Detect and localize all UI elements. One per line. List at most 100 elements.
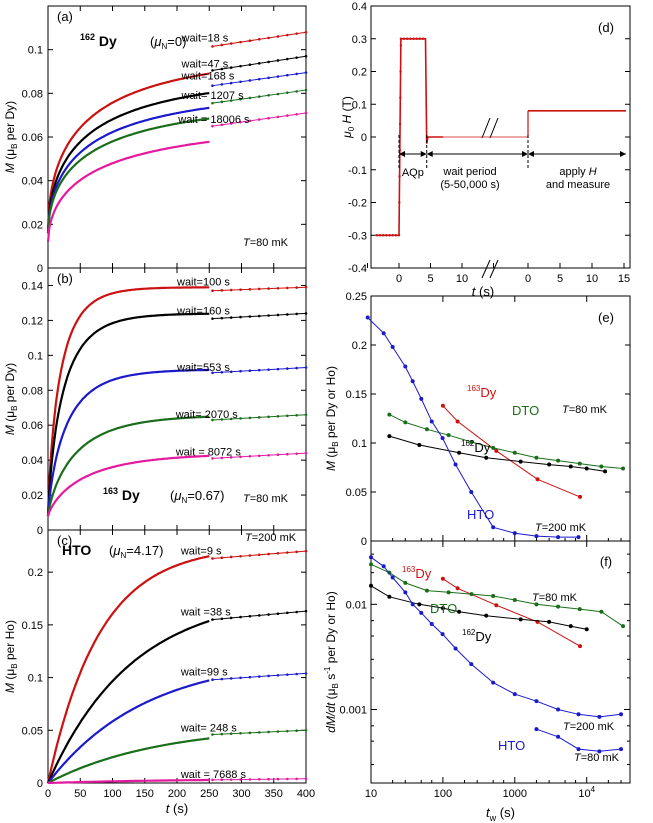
field-point — [415, 37, 418, 40]
data-point — [577, 461, 582, 466]
data-point — [576, 747, 581, 752]
title-iso: 162 — [80, 32, 95, 42]
y-axis-mu: (μ — [3, 669, 17, 683]
data-point — [534, 602, 539, 607]
series-line-3 — [46, 415, 210, 517]
x-tick-label: 200 — [168, 788, 186, 800]
y-tick-label: 0.1 — [28, 45, 43, 57]
wait-label: wait period — [442, 166, 496, 178]
data-point — [597, 714, 602, 719]
series-point — [257, 454, 261, 458]
series-point — [295, 286, 298, 289]
data-point — [597, 749, 602, 754]
series-point — [276, 313, 280, 317]
panel-title: 162 Dy — [80, 32, 117, 49]
series-point — [220, 456, 224, 460]
series-label-1: wait=47 s — [181, 58, 229, 70]
series-point — [267, 36, 270, 40]
data-point — [457, 609, 462, 614]
series-point — [229, 288, 233, 292]
y-tick-label: 0 — [361, 536, 367, 548]
series-point — [211, 733, 214, 736]
series-point — [276, 286, 280, 290]
data-point — [387, 594, 392, 599]
series-point — [229, 99, 233, 102]
x-axis-label: tw (s) — [486, 805, 515, 823]
series-point — [276, 59, 280, 62]
data-point — [556, 734, 561, 739]
axis-break — [481, 259, 491, 279]
series-point — [229, 616, 233, 620]
series-point — [211, 418, 214, 422]
series-point — [295, 32, 298, 35]
series-point — [220, 556, 224, 560]
title-elem: Dy — [118, 487, 140, 503]
x-tick-label: 0 — [396, 273, 402, 285]
y-axis-sub: B — [10, 663, 19, 668]
apply-label: apply H — [559, 166, 596, 178]
p-rest: =0) — [167, 34, 186, 49]
data-point — [576, 712, 581, 717]
series-line-3 — [47, 737, 210, 784]
series-label-4: wait = 18006 s — [177, 114, 250, 126]
data-point — [365, 315, 370, 320]
data-point — [390, 344, 395, 349]
y-tick-label: 0.1 — [28, 673, 43, 685]
series-point — [211, 69, 214, 72]
series-point — [285, 33, 289, 37]
y-axis-label: dM/dt (μB s-1 per Dy or Ho) — [323, 591, 340, 732]
el: Dy — [474, 440, 490, 455]
series-label-3: wait= 2070 s — [175, 409, 239, 421]
data-point — [403, 420, 408, 425]
series-point — [276, 730, 280, 733]
series-point — [239, 778, 242, 781]
wait-range-label: (5-50,000 s) — [440, 179, 499, 191]
y-axis-var: M — [3, 425, 17, 435]
series-label-2: wait=553 s — [176, 362, 230, 374]
y-tick-label: 0.14 — [22, 280, 43, 292]
el: Dy — [415, 566, 431, 581]
series-point — [248, 454, 252, 458]
panel-title-param: (μN=4.17) — [109, 543, 163, 560]
series-point — [304, 54, 308, 58]
y-tick-label: -0.2 — [348, 198, 367, 210]
t: T — [535, 522, 543, 534]
series-point — [239, 40, 242, 44]
series-point — [257, 118, 261, 121]
series-point — [276, 777, 280, 781]
panel-b: 00.020.040.060.080.10.120.14M (μB per Dy… — [3, 267, 308, 537]
data-point — [369, 555, 373, 560]
series-point — [285, 777, 289, 781]
series-point — [276, 367, 280, 371]
t-var: T — [243, 493, 251, 505]
series-point — [267, 415, 270, 419]
data-point — [469, 592, 474, 597]
series-point — [285, 286, 289, 290]
series-point — [257, 77, 261, 81]
y-tick-label: -0.4 — [348, 263, 367, 275]
data-point — [491, 680, 496, 685]
series-line-0 — [46, 555, 210, 784]
series-point — [257, 37, 261, 41]
field-point — [394, 234, 398, 237]
series-point — [304, 672, 308, 675]
series-point — [257, 287, 261, 291]
p-sub: N — [181, 496, 187, 505]
series-line-4 — [46, 454, 210, 517]
series-point — [276, 35, 280, 38]
title-elem: Dy — [95, 33, 117, 49]
series-point — [304, 413, 308, 417]
data-point — [494, 448, 499, 453]
w: w — [489, 813, 497, 823]
series-point — [211, 457, 214, 460]
series-point — [267, 674, 270, 678]
x-tick-label: 100 — [434, 788, 452, 800]
field-point — [397, 234, 401, 237]
field-point — [391, 234, 394, 237]
label-162dy: 162Dy — [461, 439, 491, 455]
series-point — [257, 553, 261, 557]
series-point — [257, 778, 261, 781]
x-tick-label: 50 — [74, 788, 86, 800]
y-tick-label: 0.04 — [22, 455, 43, 467]
field-point — [378, 234, 382, 237]
